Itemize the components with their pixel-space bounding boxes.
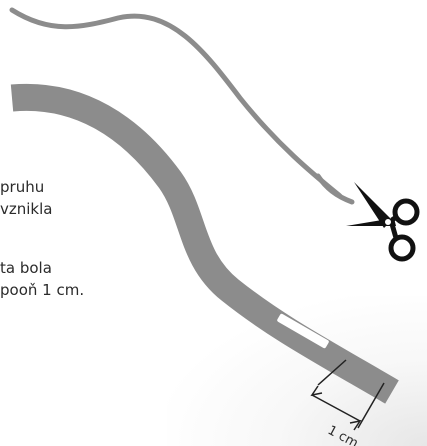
cut-arrow-line bbox=[9, 7, 343, 199]
scissors-icon bbox=[346, 182, 420, 262]
width-measure bbox=[310, 359, 385, 431]
measure-extension-left bbox=[317, 359, 347, 386]
strip-slot bbox=[277, 313, 329, 349]
measure-extension-right bbox=[357, 382, 385, 429]
paper-strip bbox=[10, 83, 399, 404]
measure-arrowhead-right bbox=[349, 419, 362, 431]
cut-arrowhead bbox=[315, 173, 355, 205]
instruction-line-4: pooň 1 cm. bbox=[0, 281, 85, 299]
measure-arrow-line bbox=[311, 394, 361, 422]
instruction-line-2: vznikla bbox=[0, 200, 53, 218]
measure-arrowhead-left bbox=[310, 385, 323, 397]
instruction-line-1: pruhu bbox=[0, 178, 45, 196]
instruction-line-3: ta bola bbox=[0, 259, 52, 277]
